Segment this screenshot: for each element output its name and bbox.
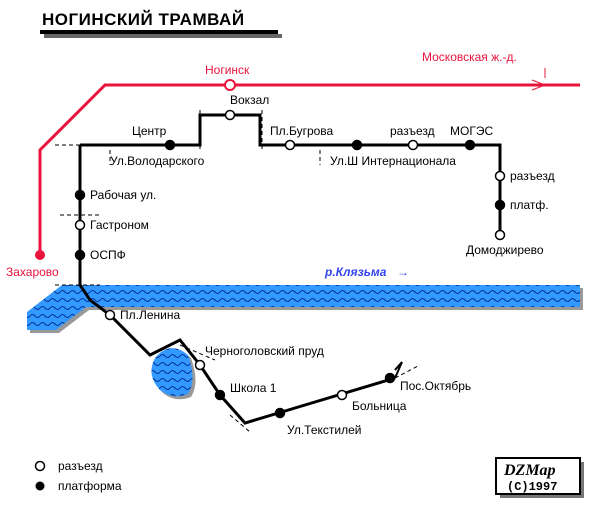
stop-ospf-label: ОСПФ bbox=[90, 248, 126, 262]
map-title: НОГИНСКИЙ ТРАМВАЙ bbox=[42, 10, 245, 29]
stop-domodzhirevo-label: Домоджирево bbox=[466, 243, 544, 257]
stop-razezd-2-label: разъезд bbox=[510, 169, 555, 183]
street-ticks bbox=[55, 110, 421, 433]
stop-markers bbox=[74, 109, 506, 419]
zakharovo-station-label: Захарово bbox=[6, 265, 59, 279]
stop-tsentr-marker bbox=[164, 139, 176, 151]
stop-rabochaya-marker bbox=[74, 189, 86, 201]
stop-ul-3-internatsionala-marker bbox=[351, 139, 363, 151]
stop-bolnitsa-marker bbox=[336, 389, 348, 401]
stop-chernogolovsky-marker bbox=[194, 359, 206, 371]
stop-ul-volodarskogo-label: Ул.Володарского bbox=[110, 154, 205, 168]
zakharovo-station-marker bbox=[35, 250, 45, 260]
stop-ul-tekstiley-label: Ул.Текстилей bbox=[287, 423, 361, 437]
stop-pl-lenina-label: Пл.Ленина bbox=[120, 308, 180, 322]
stop-mogez-marker bbox=[464, 139, 476, 151]
logo: DZMap (C)1997 bbox=[495, 457, 584, 498]
river-flow-arrow: → bbox=[397, 265, 409, 279]
stop-platf-marker bbox=[494, 199, 506, 211]
stop-pos-oktyabr-label: Пос.Октябрь bbox=[400, 379, 471, 393]
stop-platf-label: платф. bbox=[510, 198, 549, 212]
stop-ospf-marker bbox=[74, 249, 86, 261]
legend-platform-label: платформа bbox=[58, 479, 122, 493]
stop-rabochaya-label: Рабочая ул. bbox=[90, 188, 156, 202]
stop-gastronom-label: Гастроном bbox=[90, 218, 149, 232]
stop-labels: Центр Вокзал Пл.Бугрова разъезд МОГЭС Ул… bbox=[90, 93, 555, 437]
stop-chernogolovsky-label: Черноголовский пруд bbox=[205, 344, 324, 358]
legend-siding-label: разъезд bbox=[58, 459, 103, 473]
stop-razezd-2-marker bbox=[494, 170, 506, 182]
legend: разъезд платформа bbox=[34, 459, 122, 493]
logo-copyright: (C)1997 bbox=[507, 480, 557, 494]
railway-label: Московская ж.-д. bbox=[422, 50, 517, 64]
noginsk-station-marker bbox=[224, 79, 236, 91]
stop-gastronom-marker bbox=[74, 219, 86, 231]
stop-vokzal-marker bbox=[224, 109, 236, 121]
stop-tsentr-label: Центр bbox=[132, 124, 167, 138]
logo-name: DZMap bbox=[503, 462, 556, 479]
stop-bolnitsa-label: Больница bbox=[352, 399, 407, 413]
river-label: р.Клязьма bbox=[324, 265, 387, 279]
stop-razezd-1-marker bbox=[407, 139, 419, 151]
stop-ul-3-internatsionala-label: Ул.Ш Интернационала bbox=[330, 154, 456, 168]
stop-mogez-label: МОГЭС bbox=[450, 124, 493, 138]
legend-platform-icon bbox=[35, 481, 45, 491]
stop-razezd-1-label: разъезд bbox=[390, 124, 435, 138]
stop-shkola-1-marker bbox=[214, 389, 226, 401]
legend-siding-icon bbox=[34, 460, 46, 472]
stop-pos-oktyabr-marker bbox=[384, 372, 396, 384]
title-block: НОГИНСКИЙ ТРАМВАЙ bbox=[40, 10, 282, 38]
stop-pl-lenina-marker bbox=[104, 309, 116, 321]
stop-ul-tekstiley-marker bbox=[274, 407, 286, 419]
stop-shkola-1-label: Школа 1 bbox=[230, 381, 277, 395]
river: р.Клязьма → bbox=[27, 265, 583, 333]
stop-pl-bugrova-marker bbox=[284, 139, 296, 151]
stop-vokzal-label: Вокзал bbox=[230, 93, 269, 107]
stop-pl-bugrova-label: Пл.Бугрова bbox=[270, 124, 334, 138]
stop-domodzhirevo-marker bbox=[494, 229, 506, 241]
pond bbox=[151, 348, 196, 400]
railway-line: Московская ж.-д. Ногинск Захарово bbox=[6, 50, 580, 279]
noginsk-station-label: Ногинск bbox=[205, 63, 250, 77]
